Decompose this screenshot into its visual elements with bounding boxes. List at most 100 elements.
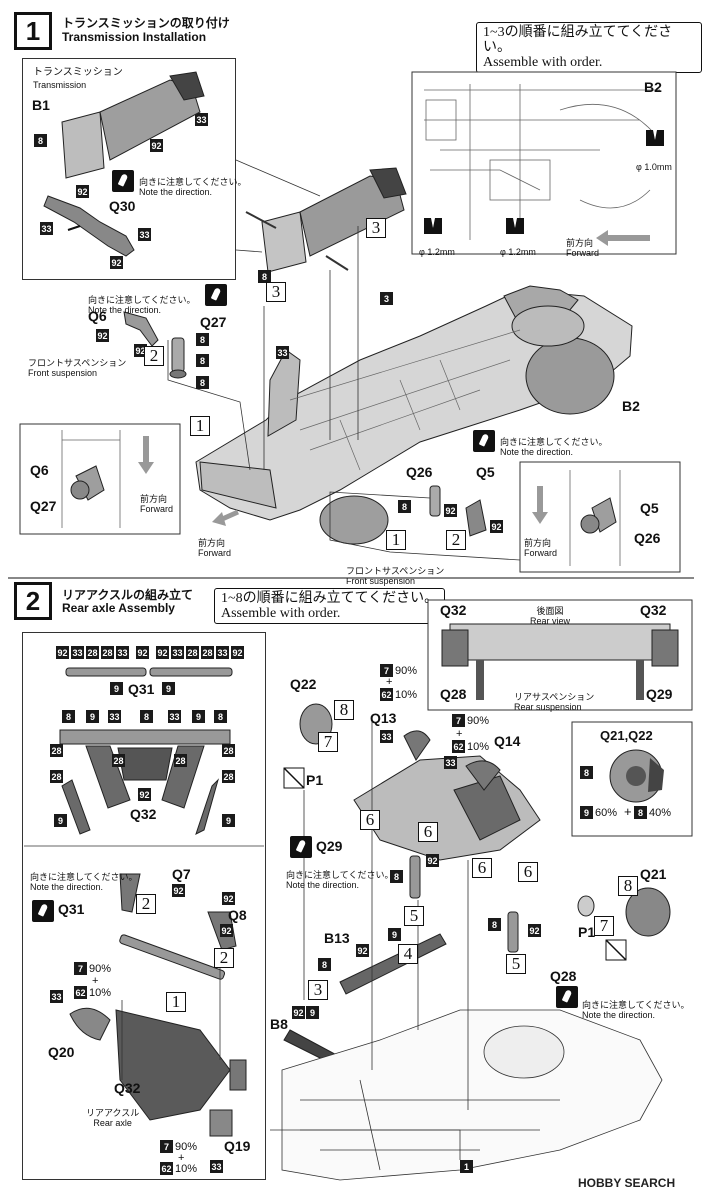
part-chip-33: 33 bbox=[171, 646, 184, 659]
part-chip-62: 62 bbox=[74, 986, 87, 999]
part-chip-9: 9 bbox=[580, 806, 593, 819]
part-q14: Q14 bbox=[494, 733, 521, 749]
rear-susp-en: Rear suspension bbox=[514, 702, 582, 712]
step-frame-5: 5 bbox=[404, 906, 424, 926]
part-chip-8: 8 bbox=[580, 766, 593, 779]
part-b1: B1 bbox=[32, 97, 50, 113]
part-chip-33: 33 bbox=[444, 756, 457, 769]
part-chip-8: 8 bbox=[62, 710, 75, 723]
forward-en: Forward bbox=[198, 548, 232, 558]
direction-en: Note the direction. bbox=[30, 882, 104, 892]
paint-10-d: 10% bbox=[467, 741, 490, 753]
part-q5-inset: Q5 bbox=[640, 500, 659, 516]
part-chip-8: 8 bbox=[140, 710, 153, 723]
paint-90-b: 90% bbox=[175, 1141, 198, 1153]
part-q20: Q20 bbox=[48, 1044, 75, 1060]
diam-1-2-b: φ 1.2mm bbox=[500, 247, 536, 257]
step-frame-8: 8 bbox=[334, 700, 354, 720]
part-chip-92: 92 bbox=[56, 646, 69, 659]
front-susp-ja: フロントサスペンション bbox=[28, 358, 127, 368]
part-chip-28: 28 bbox=[112, 754, 125, 767]
part-b2-chassis: B2 bbox=[622, 398, 640, 414]
part-chip-92: 92 bbox=[356, 944, 369, 957]
part-p1-right: P1 bbox=[578, 924, 596, 940]
step2-order-note-ja: 1~8の順番に組み立ててください。 bbox=[221, 591, 439, 606]
part-chip-33: 33 bbox=[210, 1160, 223, 1173]
rear-susp-ja: リアサスペンション bbox=[514, 692, 595, 702]
part-chip-9: 9 bbox=[222, 814, 235, 827]
part-chip-92: 92 bbox=[220, 924, 233, 937]
step2-direction-note-1: 向きに注意してください。Note the direction. bbox=[30, 862, 137, 892]
part-chip-8: 8 bbox=[196, 333, 209, 346]
part-chip-92: 92 bbox=[110, 256, 123, 269]
part-chip-92: 92 bbox=[150, 139, 163, 152]
part-q31: Q31 bbox=[128, 681, 155, 697]
part-chip-9: 9 bbox=[388, 928, 401, 941]
part-chip-92: 92 bbox=[138, 788, 151, 801]
part-chip-8: 8 bbox=[634, 806, 647, 819]
part-q27: Q27 bbox=[200, 314, 227, 330]
part-chip-92: 92 bbox=[444, 504, 457, 517]
part-chip-8: 8 bbox=[488, 918, 501, 931]
step-number-2: 2 bbox=[14, 582, 52, 620]
paint-10-c: 10% bbox=[395, 689, 418, 701]
step-frame-2: 2 bbox=[136, 894, 156, 914]
part-chip-92: 92 bbox=[156, 646, 169, 659]
part-chip-33: 33 bbox=[276, 346, 289, 359]
part-chip-28: 28 bbox=[174, 754, 187, 767]
step1-order-note-en: Assemble with order. bbox=[483, 55, 603, 70]
part-q13: Q13 bbox=[370, 710, 397, 726]
step-frame-8: 8 bbox=[618, 876, 638, 896]
part-chip-92: 92 bbox=[172, 884, 185, 897]
part-chip-8: 8 bbox=[196, 354, 209, 367]
part-p1-left: P1 bbox=[306, 772, 324, 788]
part-chip-92: 92 bbox=[490, 520, 503, 533]
part-q7: Q7 bbox=[172, 866, 191, 882]
paint-plus-c: + bbox=[624, 804, 632, 819]
part-chip-3: 3 bbox=[380, 292, 393, 305]
forward-ja: 前方向 bbox=[566, 238, 594, 248]
step-frame-2: 2 bbox=[446, 530, 466, 550]
step1-title-en: Transmission Installation bbox=[62, 30, 207, 44]
step-frame-7: 7 bbox=[594, 916, 614, 936]
paint-90-d: 90% bbox=[467, 715, 490, 727]
part-q6: Q6 bbox=[88, 308, 107, 324]
step-frame-1: 1 bbox=[166, 992, 186, 1012]
part-q29-rear: Q29 bbox=[646, 686, 673, 702]
part-chip-8: 8 bbox=[390, 870, 403, 883]
part-chip-28: 28 bbox=[222, 770, 235, 783]
part-chip-33: 33 bbox=[50, 990, 63, 1003]
step1-order-note-ja: 1~3の順番に組み立ててください。 bbox=[483, 25, 673, 55]
step-frame-1: 1 bbox=[190, 416, 210, 436]
step1-order-note: 1~3の順番に組み立ててください。 Assemble with order. bbox=[476, 22, 702, 73]
part-chip-92: 92 bbox=[231, 646, 244, 659]
part-chip-7: 7 bbox=[74, 962, 87, 975]
part-chip-9: 9 bbox=[110, 682, 123, 695]
cement-icon bbox=[112, 170, 134, 192]
step-frame-4: 4 bbox=[398, 944, 418, 964]
paint-60: 60% bbox=[595, 807, 618, 819]
cement-icon bbox=[556, 986, 578, 1008]
part-chip-92: 92 bbox=[134, 344, 147, 357]
part-chip-9: 9 bbox=[306, 1006, 319, 1019]
part-q31-exploded: Q31 bbox=[58, 901, 85, 917]
forward-ja: 前方向 bbox=[524, 538, 552, 548]
part-chip-8: 8 bbox=[318, 958, 331, 971]
part-chip-62: 62 bbox=[452, 740, 465, 753]
paint-plus-e: + bbox=[456, 728, 463, 740]
part-q26: Q26 bbox=[406, 464, 433, 480]
step-frame-5: 5 bbox=[506, 954, 526, 974]
transmission-label-ja: トランスミッション bbox=[33, 67, 123, 78]
step-frame-1: 1 bbox=[386, 530, 406, 550]
part-b2: B2 bbox=[644, 79, 662, 95]
forward-ja: 前方向 bbox=[198, 538, 226, 548]
direction-ja: 向きに注意してください。 bbox=[286, 870, 394, 880]
direction-en: Note the direction. bbox=[582, 1010, 656, 1020]
step-frame-2: 2 bbox=[214, 948, 234, 968]
rear-view-en: Rear view bbox=[530, 616, 571, 626]
